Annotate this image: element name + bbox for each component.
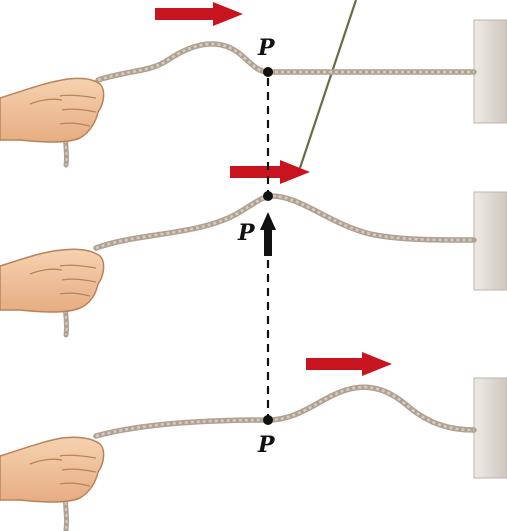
- hand-top: [0, 77, 105, 143]
- hand-middle: [0, 248, 105, 313]
- label-p-top: P: [257, 35, 276, 61]
- propagation-arrow-middle: [230, 160, 310, 184]
- point-p-middle: [263, 191, 273, 201]
- panel-bottom: P: [0, 352, 507, 531]
- panel-middle: P: [0, 160, 507, 338]
- propagation-arrow-top: [155, 2, 243, 26]
- label-p-bottom: P: [257, 432, 276, 458]
- rope-top: [95, 41, 477, 83]
- displacement-arrow-up: [260, 212, 276, 256]
- propagation-arrow-bottom: [306, 352, 392, 376]
- panel-top: P: [0, 2, 507, 168]
- wall-top: [473, 19, 507, 124]
- rope-bottom: [93, 384, 477, 439]
- wall-bottom: [473, 377, 507, 479]
- point-p-top: [263, 67, 273, 77]
- label-p-middle: P: [237, 220, 256, 246]
- pointer-line: [298, 0, 358, 169]
- wall-middle: [473, 191, 507, 291]
- point-p-bottom: [263, 415, 273, 425]
- hand-bottom: [0, 436, 105, 503]
